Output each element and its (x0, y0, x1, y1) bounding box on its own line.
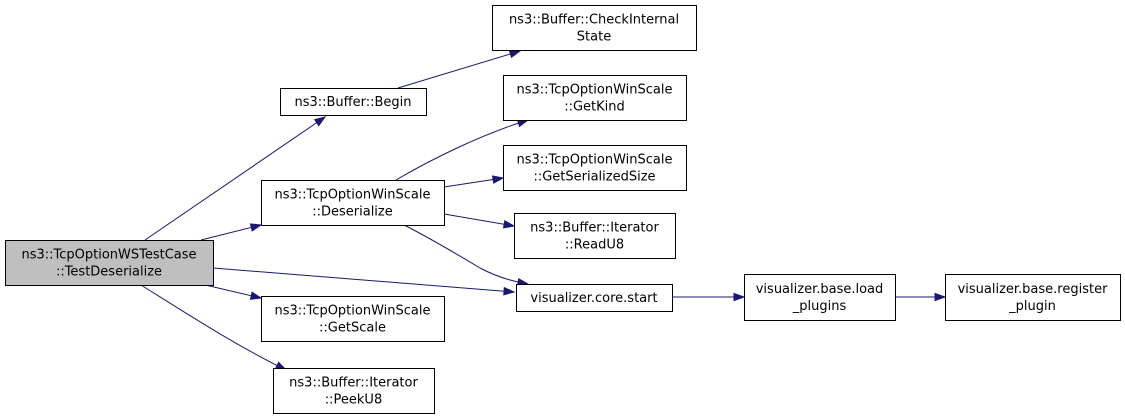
node-label-line: ns3::Buffer::CheckInternal (509, 13, 679, 28)
node-label-line: ::GetKind (564, 100, 625, 115)
node-label-line: _plugin (1008, 299, 1056, 314)
node-visualizer-register-plugin[interactable]: visualizer.base.register _plugin (945, 274, 1121, 321)
node-box (280, 88, 427, 116)
node-label-line: ::GetScale (319, 321, 386, 336)
edge-line (395, 119, 529, 181)
node-label-line: _plugins (792, 299, 847, 314)
node-visualizer-load-plugins[interactable]: visualizer.base.load _plugins (744, 274, 896, 321)
edge-visualizer-core-start-to-visualizer-load-plugins (672, 292, 746, 302)
call-edges (140, 49, 947, 371)
node-label-line: ::TestDeserialize (56, 265, 162, 280)
arrowhead-icon (249, 223, 263, 232)
arrowhead-icon (503, 286, 516, 296)
node-box (744, 274, 896, 321)
node-box (492, 5, 697, 51)
function-nodes: ns3::TcpOptionWSTestCase::TestDeserializ… (5, 5, 1121, 414)
node-winscale-getserializedsize[interactable]: ns3::TcpOptionWinScale::GetSerializedSiz… (503, 145, 687, 191)
node-label-line: ns3::Buffer::Iterator (530, 221, 659, 236)
edge-test-deserialize-to-visualizer-core-start (212, 267, 516, 296)
arrowhead-icon (508, 49, 522, 59)
edge-winscale-deserialize-to-winscale-getserializedsize (443, 175, 505, 188)
node-label-line: ::ReadU8 (565, 238, 624, 253)
node-box (261, 296, 445, 342)
arrowhead-icon (934, 292, 947, 302)
edge-line (144, 116, 326, 241)
edge-visualizer-load-plugins-to-visualizer-register-plugin (895, 292, 947, 302)
node-label-line: ns3::Buffer::Iterator (289, 376, 418, 391)
arrowhead-icon (733, 292, 746, 302)
node-label-line: ns3::TcpOptionWSTestCase (21, 248, 196, 263)
arrowhead-icon (249, 291, 263, 300)
node-test-deserialize[interactable]: ns3::TcpOptionWSTestCase::TestDeserializ… (5, 240, 214, 286)
node-label-line: State (577, 30, 611, 45)
arrowhead-icon (502, 219, 516, 229)
edge-winscale-deserialize-to-visualizer-core-start (403, 224, 530, 287)
node-winscale-getscale[interactable]: ns3::TcpOptionWinScale::GetScale (261, 296, 445, 342)
arrowhead-icon (491, 175, 505, 184)
node-box (503, 75, 687, 121)
node-iterator-peeku8[interactable]: ns3::Buffer::Iterator::PeekU8 (273, 368, 435, 414)
edge-test-deserialize-to-buffer-begin (144, 116, 327, 241)
node-label-line: visualizer.base.register (958, 282, 1109, 297)
node-label-line: ns3::Buffer::Begin (294, 95, 411, 110)
node-label-line: ::Deserialize (312, 205, 393, 220)
node-box (5, 240, 214, 286)
node-label-line: ns3::TcpOptionWinScale (517, 153, 673, 168)
edge-test-deserialize-to-winscale-deserialize (200, 223, 263, 241)
edge-line (403, 224, 529, 285)
edge-line (140, 284, 287, 371)
node-box (273, 368, 435, 414)
edge-line (212, 267, 515, 293)
node-label-line: visualizer.core.start (530, 291, 657, 306)
node-label-line: ns3::TcpOptionWinScale (275, 188, 431, 203)
node-box (514, 213, 676, 259)
node-label-line: ::PeekU8 (325, 393, 382, 408)
node-winscale-getkind[interactable]: ns3::TcpOptionWinScale::GetKind (503, 75, 687, 121)
node-box (261, 180, 445, 226)
node-label-line: ns3::TcpOptionWinScale (517, 83, 673, 98)
edge-line (397, 50, 521, 89)
edge-test-deserialize-to-winscale-getscale (200, 283, 263, 300)
node-box (945, 274, 1121, 321)
node-box (516, 284, 673, 312)
edge-buffer-begin-to-check-internal-state (397, 49, 522, 89)
node-buffer-begin[interactable]: ns3::Buffer::Begin (280, 88, 427, 116)
edge-line (443, 213, 515, 227)
arrowhead-icon (313, 116, 327, 127)
node-box (503, 145, 687, 191)
node-visualizer-core-start[interactable]: visualizer.core.start (516, 284, 673, 312)
node-label-line: ns3::TcpOptionWinScale (275, 304, 431, 319)
edge-winscale-deserialize-to-iterator-readu8 (443, 213, 516, 229)
node-label-line: visualizer.base.load (756, 282, 884, 297)
node-label-line: ::GetSerializedSize (533, 170, 655, 185)
node-winscale-deserialize[interactable]: ns3::TcpOptionWinScale::Deserialize (261, 180, 445, 226)
node-iterator-readu8[interactable]: ns3::Buffer::Iterator::ReadU8 (514, 213, 676, 259)
